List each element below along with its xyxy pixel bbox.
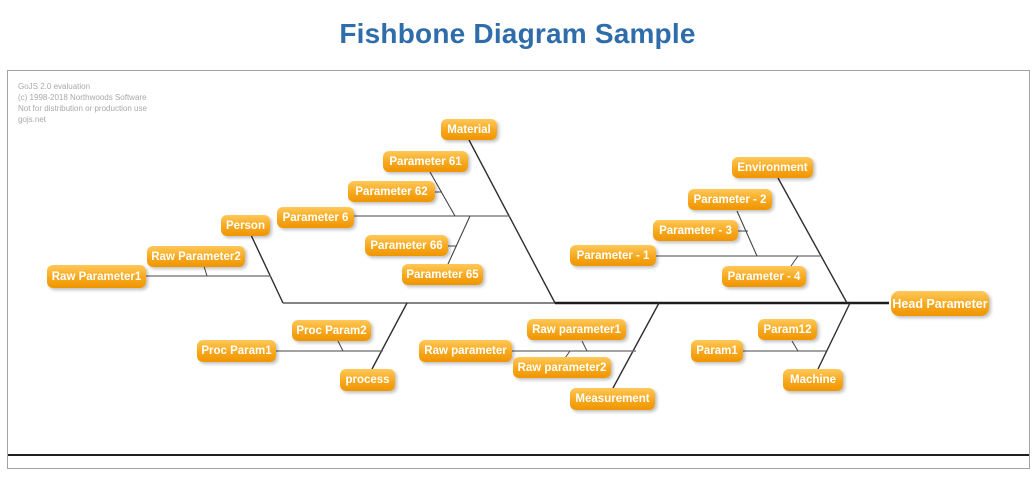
node-raw-parameter1-meas[interactable]: Raw parameter1 — [527, 319, 626, 340]
node-parameter-dash-3[interactable]: Parameter - 3 — [653, 220, 738, 241]
node-parameter-dash-4[interactable]: Parameter - 4 — [722, 266, 806, 287]
watermark-line-1: GoJS 2.0 evaluation — [18, 82, 91, 91]
node-parameter-dash-2[interactable]: Parameter - 2 — [688, 189, 772, 210]
node-material[interactable]: Material — [441, 119, 497, 140]
node-parameter-6[interactable]: Parameter 6 — [277, 207, 354, 228]
node-head-parameter[interactable]: Head Parameter — [891, 291, 989, 316]
gojs-watermark: GoJS 2.0 evaluation (c) 1998-2018 Northw… — [18, 81, 147, 125]
watermark-line-3: Not for distribution or production use — [18, 104, 147, 113]
node-param12[interactable]: Param12 — [758, 319, 817, 340]
diagram-canvas[interactable] — [7, 70, 1030, 469]
page-title: Fishbone Diagram Sample — [339, 18, 696, 49]
node-process[interactable]: process — [340, 369, 395, 391]
node-parameter-61[interactable]: Parameter 61 — [383, 151, 468, 172]
node-raw-parameter2-meas[interactable]: Raw parameter2 — [513, 357, 611, 378]
node-proc-param2[interactable]: Proc Param2 — [292, 320, 371, 341]
node-parameter-dash-1[interactable]: Parameter - 1 — [570, 245, 656, 266]
node-machine[interactable]: Machine — [783, 369, 843, 391]
canvas-bottom-divider — [8, 454, 1029, 456]
node-raw-parameter-meas[interactable]: Raw parameter — [419, 340, 512, 362]
node-parameter-66[interactable]: Parameter 66 — [365, 235, 448, 256]
node-parameter-65[interactable]: Parameter 65 — [402, 264, 483, 285]
node-environment[interactable]: Environment — [732, 157, 813, 178]
node-measurement[interactable]: Measurement — [570, 388, 655, 410]
node-raw-parameter1-person[interactable]: Raw Parameter1 — [47, 265, 146, 288]
node-proc-param1[interactable]: Proc Param1 — [197, 340, 276, 362]
node-param1[interactable]: Param1 — [691, 340, 743, 362]
watermark-line-2: (c) 1998-2018 Northwoods Software — [18, 93, 147, 102]
node-parameter-62[interactable]: Parameter 62 — [348, 181, 435, 202]
node-raw-parameter2-person[interactable]: Raw Parameter2 — [147, 246, 245, 267]
node-person[interactable]: Person — [221, 215, 270, 236]
watermark-line-4: gojs.net — [18, 115, 47, 124]
